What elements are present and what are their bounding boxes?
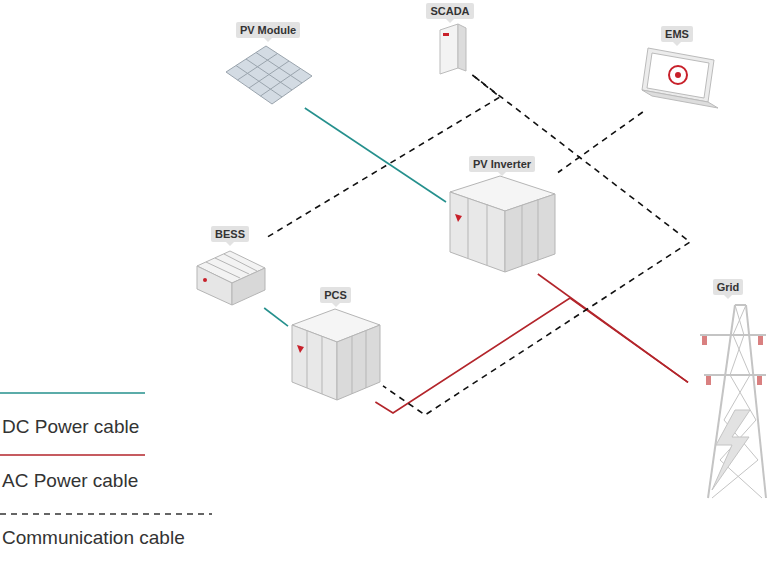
battery-storage <box>197 251 265 305</box>
legend-entry: Communication cable <box>2 527 185 549</box>
equipment-label: PV Inverter <box>469 156 535 172</box>
bess-fin <box>224 254 257 271</box>
equipment-label: PCS <box>320 287 351 303</box>
tag-group: PV Inverter <box>446 156 558 172</box>
panel-grid <box>249 61 289 88</box>
tower-top <box>735 304 746 306</box>
insulator <box>757 376 762 385</box>
tag-group: PV Module <box>222 22 314 38</box>
component-node: EMS <box>632 26 722 112</box>
component-node: Grid <box>688 279 768 499</box>
power-cable <box>264 308 288 326</box>
tower-leg <box>746 305 766 498</box>
legend-label: DC Power cable <box>2 416 139 438</box>
component-node: SCADA <box>423 3 476 75</box>
insulator <box>706 376 711 385</box>
legend-label: Communication cable <box>2 527 185 549</box>
laptop-base <box>642 90 718 108</box>
cabinet-right <box>337 325 380 400</box>
pcs-cabinet <box>292 309 380 400</box>
laptop-display <box>647 53 709 98</box>
door-line <box>468 198 469 258</box>
transmission-tower <box>700 305 766 498</box>
solar-panel <box>226 46 312 104</box>
tag-group: SCADA <box>423 3 476 19</box>
legend-entry: AC Power cable <box>2 470 138 492</box>
ems-laptop <box>642 48 718 108</box>
scada-cabinet <box>440 24 466 74</box>
door-line <box>307 331 308 388</box>
power-cable <box>305 108 446 202</box>
component-node: PV Module <box>222 22 314 108</box>
cabinet-left <box>292 325 337 400</box>
legend-samples <box>0 393 212 514</box>
tag-group: EMS <box>632 26 722 42</box>
cabinet-left <box>450 192 505 272</box>
door-line <box>487 204 488 265</box>
lightning-bolt <box>712 410 750 490</box>
equipment-label: SCADA <box>426 3 473 19</box>
bess-fin <box>215 258 249 274</box>
legend-label: AC Power cable <box>2 470 138 492</box>
panel-grid <box>246 59 292 90</box>
legend-dc-line <box>0 392 145 394</box>
tag-group: BESS <box>192 226 268 242</box>
legend-ac-line <box>0 454 145 456</box>
logo-dot <box>675 72 681 78</box>
logo-mark <box>455 214 462 222</box>
panel-grid <box>261 69 301 97</box>
component-node: BESS <box>192 226 268 308</box>
door-line <box>366 331 367 388</box>
door-line <box>322 336 323 394</box>
component-node: PCS <box>288 287 383 402</box>
power-cable <box>375 298 688 413</box>
tag-group: PCS <box>288 287 383 303</box>
door-line <box>352 336 353 394</box>
insulator <box>702 336 707 345</box>
equipment-label: Grid <box>713 279 744 295</box>
logo-mark <box>443 33 449 36</box>
insulator <box>758 336 763 345</box>
panel-grid <box>238 54 278 81</box>
bess-fin <box>206 262 240 278</box>
legend-entry: DC Power cable <box>2 416 139 438</box>
logo-ring <box>669 66 687 84</box>
door-line <box>538 199 539 260</box>
cabinet-right <box>505 194 555 272</box>
logo-mark <box>297 345 304 353</box>
equipment-label: PV Module <box>236 22 300 38</box>
tag-group: Grid <box>688 279 768 295</box>
tower-brace <box>712 305 758 498</box>
logo-dot <box>203 278 207 282</box>
equipment-label: EMS <box>661 26 693 42</box>
inverter-cabinet <box>450 176 555 272</box>
communication-cable <box>383 75 690 415</box>
communication-cable <box>268 75 500 237</box>
equipment-label: BESS <box>211 226 249 242</box>
door-line <box>522 205 523 266</box>
legend-comm-line <box>0 513 212 515</box>
communication-cable <box>558 112 643 173</box>
tower-arm <box>704 374 766 376</box>
cabinet-front <box>440 24 458 74</box>
component-node: PV Inverter <box>446 156 558 274</box>
panel-frame <box>226 46 312 104</box>
cabinet-side <box>458 24 466 71</box>
